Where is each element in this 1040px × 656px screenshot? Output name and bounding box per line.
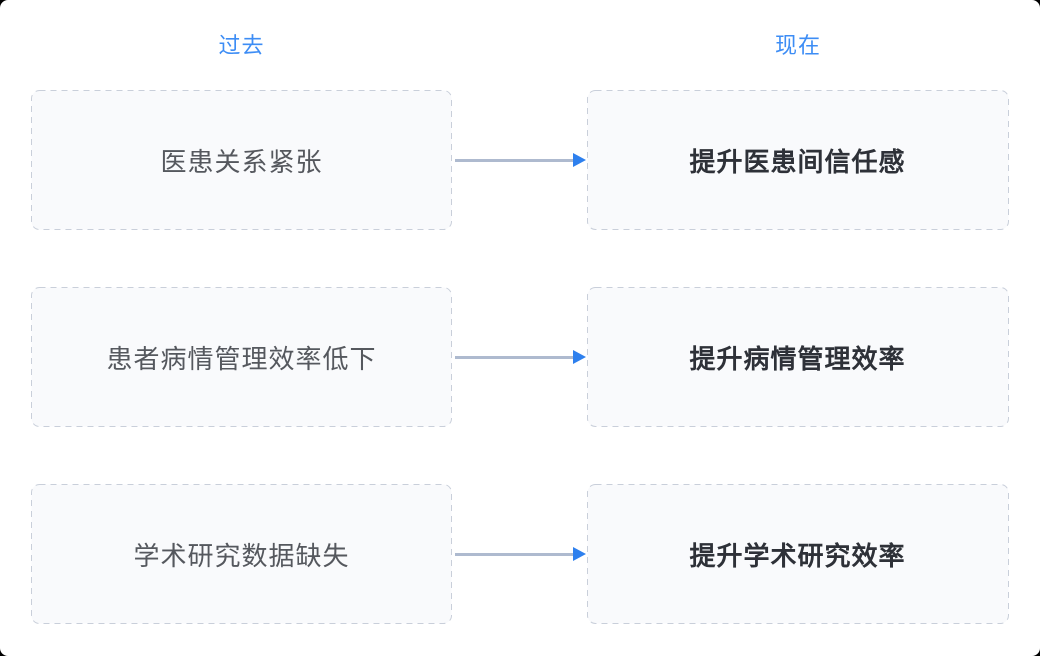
arrow-head-icon [573, 350, 586, 364]
arrow-right-icon [455, 153, 586, 167]
arrow-head-icon [573, 547, 586, 561]
arrow-right-icon [455, 350, 586, 364]
present-box-label: 提升病情管理效率 [689, 343, 906, 374]
dashed-box-outline [587, 484, 1009, 624]
dashed-box-outline [587, 90, 1009, 230]
dashed-box-outline [587, 287, 1009, 427]
present-box-3: 提升学术研究效率 [587, 484, 1009, 624]
dashed-box-outline [31, 90, 452, 230]
past-box-2: 患者病情管理效率低下 [31, 287, 452, 427]
present-box-1: 提升医患间信任感 [587, 90, 1009, 230]
arrow-line [455, 552, 575, 556]
present-box-label: 提升医患间信任感 [689, 146, 906, 177]
column-header-past: 过去 [218, 33, 265, 58]
present-box-2: 提升病情管理效率 [587, 287, 1009, 427]
past-box-label: 医患关系紧张 [160, 146, 323, 177]
past-box-label: 患者病情管理效率低下 [106, 343, 377, 374]
past-box-1: 医患关系紧张 [31, 90, 452, 230]
arrow-line [455, 355, 575, 359]
arrow-head-icon [573, 153, 586, 167]
column-header-present: 现在 [774, 33, 821, 58]
arrow-line [455, 158, 575, 162]
dashed-box-outline [31, 484, 452, 624]
past-box-3: 学术研究数据缺失 [31, 484, 452, 624]
arrow-right-icon [455, 547, 586, 561]
dashed-box-outline [31, 287, 452, 427]
present-box-label: 提升学术研究效率 [689, 540, 906, 571]
past-box-label: 学术研究数据缺失 [133, 540, 350, 571]
